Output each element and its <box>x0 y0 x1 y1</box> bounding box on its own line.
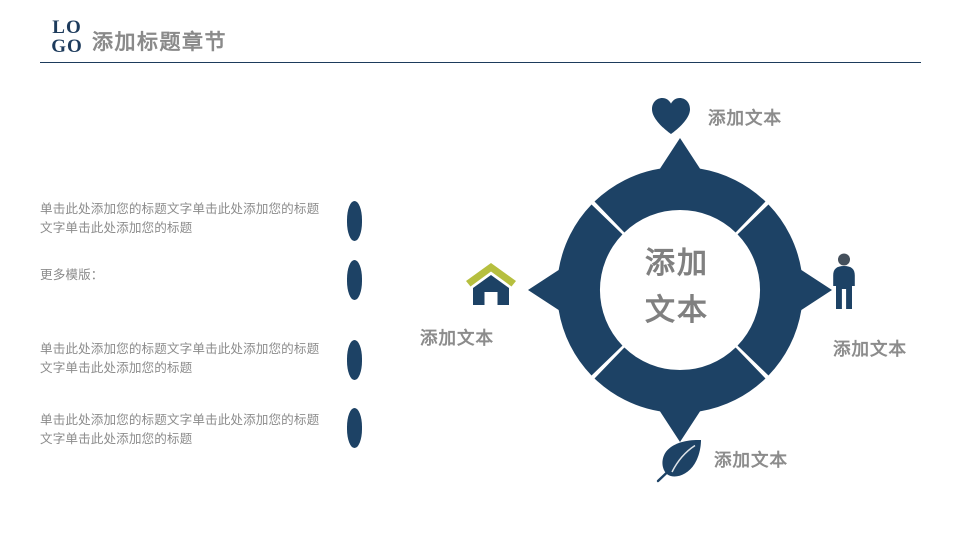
callout-label-bottom: 添加文本 <box>714 450 788 470</box>
pill-bullet-4 <box>347 408 362 448</box>
segment-top[interactable] <box>594 138 766 233</box>
callout-label-left: 添加文本 <box>420 328 494 348</box>
donut-center-label-line1: 添加 <box>645 247 709 280</box>
pill-bullet-3 <box>347 340 362 380</box>
logo-line-2: GO <box>51 36 83 58</box>
donut-center-label-line2: 文本 <box>645 294 709 327</box>
body-paragraph-3: 单击此处添加您的标题文字单击此处添加您的标题文字单击此处添加您的标题 <box>40 413 320 446</box>
leaf-icon <box>655 438 703 483</box>
callout-label-top: 添加文本 <box>708 108 782 128</box>
callout-label-right: 添加文本 <box>833 339 907 359</box>
heart-icon <box>650 96 692 136</box>
segment-bottom[interactable] <box>594 347 766 442</box>
donut-center-label: 添加 文本 <box>597 240 757 334</box>
pill-bullet-2 <box>347 260 362 300</box>
body-paragraph-2: 单击此处添加您的标题文字单击此处添加您的标题文字单击此处添加您的标题 <box>40 342 320 375</box>
page-title: 添加标题章节 <box>92 31 227 54</box>
body-paragraph-1: 单击此处添加您的标题文字单击此处添加您的标题文字单击此处添加您的标题 <box>40 202 320 235</box>
pill-bullet-1 <box>347 201 362 241</box>
more-templates-label: 更多模版： <box>40 268 104 282</box>
logo-line-1: LO <box>52 17 82 38</box>
header-divider <box>40 62 921 63</box>
person-icon <box>830 253 858 311</box>
logo: LO GO <box>44 18 90 57</box>
house-icon <box>465 261 517 307</box>
